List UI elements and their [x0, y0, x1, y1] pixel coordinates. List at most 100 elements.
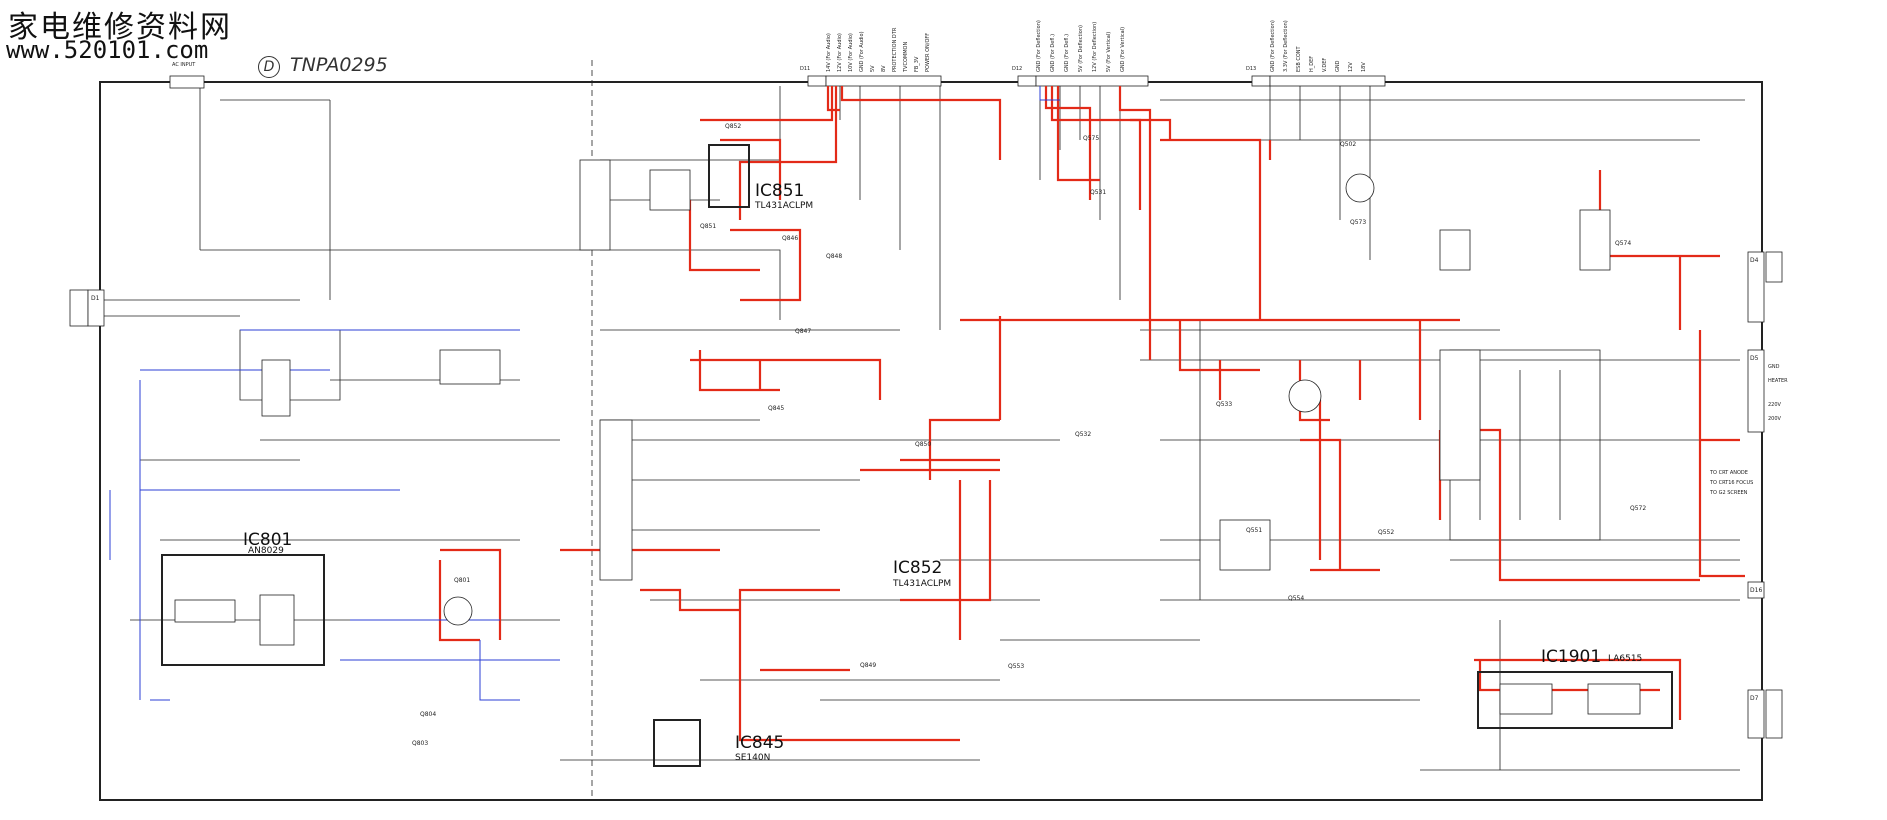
transistor-label: Q850	[915, 441, 931, 448]
crt-focus-label: TO CRT16 FOCUS	[1709, 480, 1753, 486]
transistor-label: Q554	[1288, 595, 1304, 602]
ac-input-connector: AC INPUT	[169, 62, 205, 89]
connector-pin-label: 5V	[870, 65, 876, 72]
connector-pin-label: TVCOMMON	[903, 42, 909, 73]
transistor-label: Q574	[1615, 240, 1631, 247]
connector-pin-label: 18V	[1361, 62, 1367, 72]
transistor-label: Q846	[782, 235, 798, 242]
ic1901-part: LA6515	[1608, 654, 1642, 664]
d5-gnd: GND	[1768, 364, 1780, 370]
connector-d1: D1	[69, 289, 105, 327]
crt-anode-label: TO CRT ANODE	[1709, 470, 1748, 476]
transistor-label: Q852	[725, 123, 741, 130]
transistor-label: Q553	[1008, 663, 1024, 670]
connector-pin-label: GND (For Defl.)	[1050, 34, 1056, 72]
connector-pin-label: GND	[1335, 60, 1341, 72]
d16-label: D16	[1750, 587, 1762, 594]
transistor-label: Q575	[1083, 135, 1099, 142]
d7-label: D7	[1750, 695, 1759, 702]
ic845-part: SE140N	[735, 753, 770, 763]
connector-pin-label: V.DEF	[1322, 58, 1328, 72]
black-traces	[104, 86, 1745, 771]
crt-output-labels: TO CRT ANODE TO CRT16 FOCUS TO G2 SCREEN	[1709, 470, 1753, 496]
ic801-part: AN8029	[248, 546, 284, 556]
connector-d11: D11	[800, 66, 942, 87]
d11-ref-label: D11	[800, 66, 810, 72]
transistor-label: Q531	[1090, 189, 1106, 196]
transistor-label: Q533	[1216, 401, 1232, 408]
connector-pin-label: GND (For Vertical)	[1120, 27, 1126, 72]
connector-d16: D16	[1747, 581, 1765, 599]
transistor-label: Q845	[768, 405, 784, 412]
ic801-block: IC801 AN8029	[161, 530, 325, 666]
watermark-url: www.520101.com	[6, 36, 209, 64]
ac-input-label: AC INPUT	[172, 62, 196, 68]
d12-pin-labels: GND (For Deflection) GND (For Defl.) GND (…	[1036, 20, 1126, 72]
connector-pin-label: 10V (For Audio)	[848, 33, 854, 72]
connector-d5: D5 GND HEATER 220V 200V	[1747, 349, 1788, 433]
connector-pin-label: GND (For Deflection)	[1270, 20, 1276, 72]
d5-label: D5	[1750, 355, 1759, 362]
transistor-label: Q552	[1378, 529, 1394, 536]
connector-pin-label: GND (For Audio)	[859, 31, 865, 72]
ic1901-block: IC1901 LA6515	[1477, 647, 1673, 729]
components	[261, 159, 1611, 626]
ic801-ref: IC801	[243, 530, 292, 550]
d13-pin-labels: GND (For Deflection) 3.3V (For Deflection…	[1270, 20, 1367, 72]
d5-200v: 200V	[1768, 416, 1782, 422]
ic851-block: IC851 TL431ACLPM	[708, 144, 813, 211]
transistor-label: Q502	[1340, 141, 1356, 148]
ic1901-ref: IC1901	[1541, 647, 1601, 667]
ic852-block: IC852 TL431ACLPM	[892, 558, 951, 589]
connector-pin-label: GND (For Deflection)	[1036, 20, 1042, 72]
connector-pin-label: 12V (For Audio)	[837, 33, 843, 72]
connector-pin-label: 5V (For Deflection)	[1078, 25, 1084, 72]
highlighted-traces	[438, 86, 1745, 742]
connector-pin-label: 12V (For Deflection)	[1092, 22, 1098, 72]
d13-ref-label: D13	[1246, 66, 1256, 72]
transistor-label: Q803	[412, 740, 428, 747]
ic845-ref: IC845	[735, 733, 784, 753]
connector-pin-label: FB_3V	[914, 56, 920, 72]
transistor-label: Q847	[795, 328, 811, 335]
connector-d12: D12	[1012, 66, 1149, 87]
transistor-label: Q532	[1075, 431, 1091, 438]
d12-ref-label: D12	[1012, 66, 1022, 72]
transistor-label: Q851	[700, 223, 716, 230]
transistor-label: Q801	[454, 577, 470, 584]
ic852-ref: IC852	[893, 558, 942, 578]
crt-screen-label: TO G2 SCREEN	[1709, 490, 1748, 496]
connector-pin-label: H_DEF	[1309, 56, 1315, 72]
d5-heater: HEATER	[1768, 378, 1788, 384]
d11-pin-labels: 14V (For Audio) 12V (For Audio) 10V (For A…	[826, 27, 931, 73]
connector-pin-label: 5V (For Vertical)	[1106, 32, 1112, 72]
transistor-label: Q849	[860, 662, 876, 669]
d4-label: D4	[1750, 257, 1759, 264]
ic845-block: IC845 SE140N	[653, 719, 784, 767]
transistor-label: Q551	[1246, 527, 1262, 534]
transistor-label: Q804	[420, 711, 436, 718]
connector-d7: D7	[1747, 689, 1783, 739]
connector-pin-label: POWER ON/OFF	[925, 33, 931, 72]
sheet-marker: D	[258, 56, 280, 78]
transistor-label: Q848	[826, 253, 842, 260]
sheet-code: TNPA0295	[290, 54, 388, 76]
watermark-chinese: 家电维修资料网	[8, 10, 232, 45]
connector-d4: D4	[1747, 251, 1783, 323]
connector-pin-label: 3.3V (For Deflection)	[1283, 20, 1289, 72]
connector-d13: D13	[1246, 66, 1386, 87]
connector-pin-label: 8V	[881, 65, 887, 72]
connector-pin-label: 14V (For Audio)	[826, 33, 832, 72]
ic851-ref: IC851	[755, 181, 804, 201]
transistor-label: Q573	[1350, 219, 1366, 226]
blue-traces	[109, 86, 1060, 701]
sheet-title: D TNPA0295	[258, 54, 388, 78]
d5-220v: 220V	[1768, 402, 1782, 408]
connector-pin-label: ESB CONT	[1296, 45, 1302, 72]
ic852-part: TL431ACLPM	[892, 579, 951, 589]
connector-pin-label: GND (For Defl.)	[1064, 34, 1070, 72]
connector-pin-label: PROTECTION DTR	[892, 27, 898, 72]
connector-pin-label: 12V	[1348, 62, 1354, 72]
